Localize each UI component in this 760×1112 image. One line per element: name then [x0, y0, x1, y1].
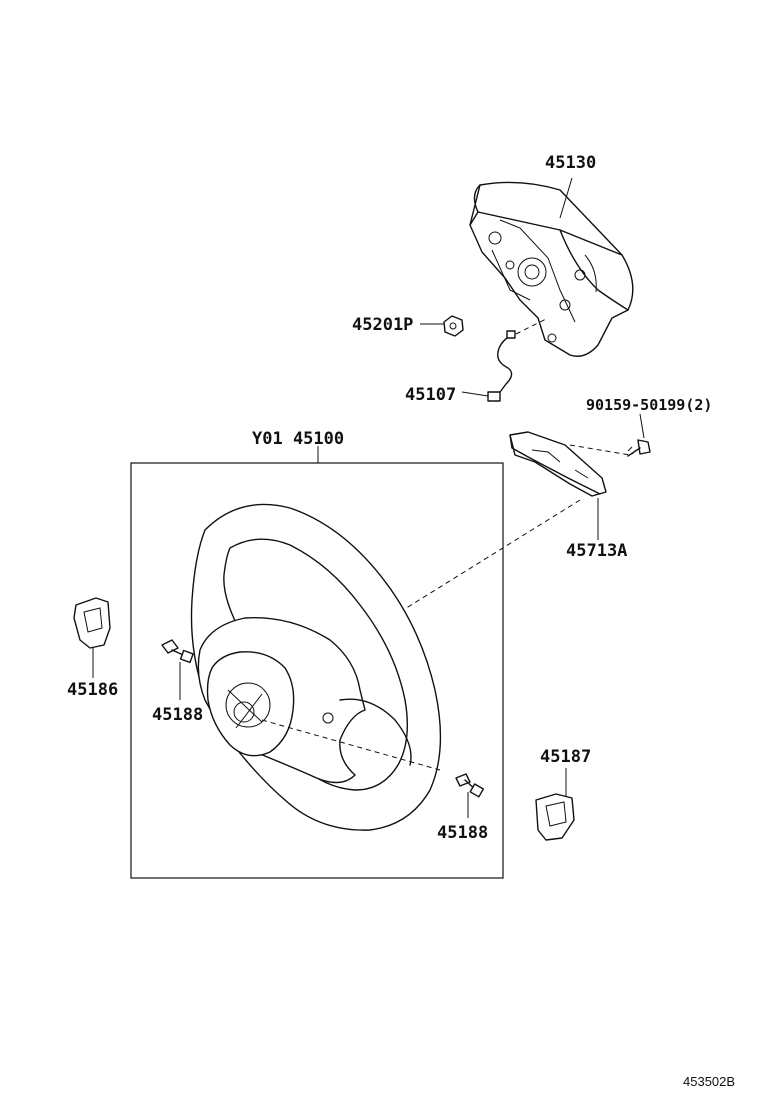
- steering-wheel-45100: [190, 503, 442, 831]
- label-45186: 45186: [67, 680, 118, 700]
- nut-45201p: [443, 315, 464, 337]
- label-45187: 45187: [540, 747, 591, 767]
- label-45188-right: 45188: [437, 823, 488, 843]
- label-45107: 45107: [405, 385, 456, 405]
- screw-45188-left: [161, 639, 194, 664]
- label-45713a: 45713A: [566, 541, 627, 561]
- cover-45186: [73, 597, 111, 649]
- bracket-45713a: [509, 431, 607, 497]
- label-45130: 45130: [545, 153, 596, 173]
- label-90159-50199: 90159-50199(2): [586, 396, 712, 414]
- cover-45187: [535, 793, 575, 841]
- bolt-90159-50199: [627, 439, 651, 457]
- assembly-box-45100: [130, 462, 504, 879]
- label-45188-left: 45188: [152, 705, 203, 725]
- label-y01-45100: Y01 45100: [252, 429, 344, 449]
- wire-harness-45107: [487, 330, 516, 402]
- screw-45188-right: [455, 773, 485, 798]
- horn-pad-assembly-45130: [469, 181, 634, 357]
- diagram-code: 453502B: [683, 1074, 735, 1089]
- label-45201p: 45201P: [352, 315, 413, 335]
